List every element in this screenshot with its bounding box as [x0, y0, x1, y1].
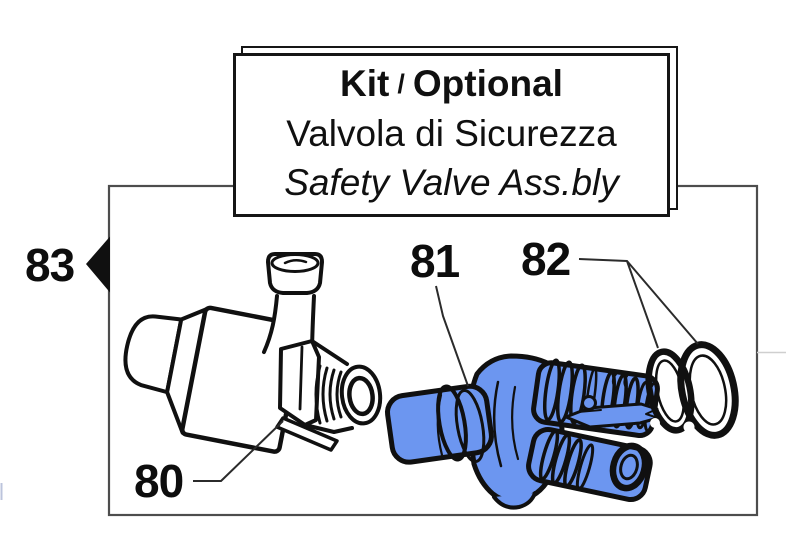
- safety-valve-80-drawing: [123, 252, 383, 454]
- thread-top-silhouette: [310, 339, 349, 366]
- barb-top-face: [270, 253, 320, 273]
- title-card: Kit/Optional Valvola di Sicurezza Safety…: [233, 53, 670, 217]
- title-kit: Kit: [340, 63, 390, 104]
- title-separator: /: [397, 69, 405, 99]
- part-label-80: 80: [134, 455, 184, 507]
- lever-pin: [581, 395, 597, 411]
- title-subtitle-italian: Valvola di Sicurezza: [286, 112, 617, 154]
- kit-marker-triangle-icon: [86, 236, 110, 293]
- leader-line-81: [435, 285, 469, 387]
- port-rim-line: [436, 384, 468, 462]
- port-rim-line: [454, 388, 486, 464]
- barb-tube-left-edge: [262, 294, 279, 354]
- rib-line: [550, 433, 572, 485]
- y-body-foot: [492, 491, 537, 510]
- leader-line-82: [578, 258, 699, 349]
- part-label-81: 81: [410, 235, 460, 287]
- barb-top-detail: [283, 259, 308, 265]
- thread-line: [321, 366, 329, 423]
- shading-curve: [492, 380, 503, 468]
- thread-stub-bore: [347, 375, 375, 417]
- spout-bore-inner: [619, 453, 639, 481]
- valve-end-cap: [123, 314, 184, 395]
- o-ring-gap: [683, 421, 695, 433]
- o-rings-82-drawing: [645, 341, 739, 439]
- shading-curve: [436, 393, 444, 457]
- thread-line: [328, 368, 336, 421]
- shading-curve: [511, 385, 520, 461]
- shading-curve: [623, 374, 629, 391]
- title-optional: Optional: [412, 63, 563, 104]
- rib-line: [612, 373, 628, 429]
- thread-bottom-silhouette: [303, 423, 354, 434]
- hex-facet-line: [298, 345, 304, 411]
- rib-line: [575, 443, 595, 491]
- title-subtitle-english: Safety Valve Ass.bly: [284, 162, 619, 203]
- thread-line: [335, 370, 343, 419]
- title-kit-optional: Kit/Optional: [340, 65, 563, 102]
- o-ring-gap: [650, 418, 660, 428]
- rib-line: [538, 429, 560, 481]
- part-label-82: 82: [521, 233, 571, 285]
- leader-line-80: [193, 420, 284, 482]
- leader-lines: [193, 258, 699, 482]
- spout-bore-outer: [609, 442, 649, 492]
- rib-line: [563, 438, 583, 488]
- rib-line: [569, 363, 587, 425]
- valve-body-81-drawing: [384, 353, 660, 510]
- thread-line: [314, 364, 322, 425]
- o-ring-2: [677, 341, 739, 439]
- lever-detail-line: [577, 409, 602, 413]
- part-label-83: 83: [25, 239, 75, 291]
- shading-curve: [611, 372, 618, 391]
